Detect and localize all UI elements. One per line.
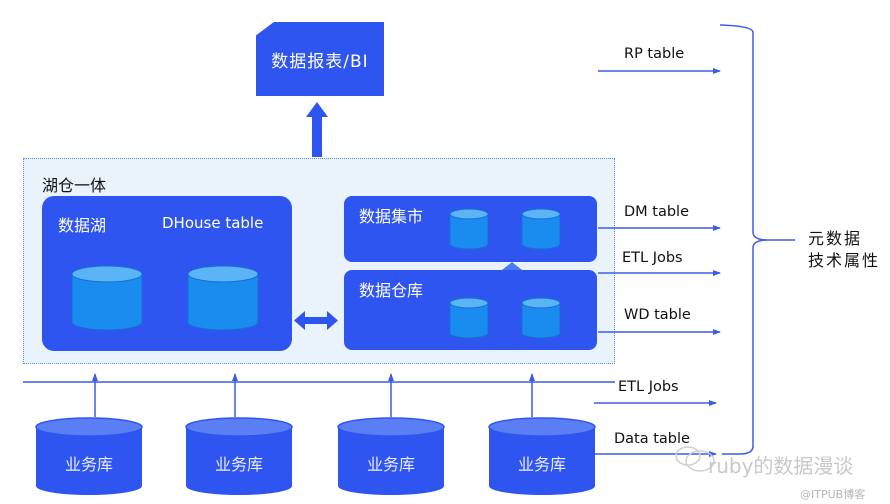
mart-cylinder-1 xyxy=(449,208,489,250)
rp-table-label: RP table xyxy=(624,46,685,62)
watermark-main: ruby的数据漫谈 xyxy=(708,454,854,478)
dm-table-label: DM table xyxy=(624,204,690,220)
metadata-brace xyxy=(719,24,795,455)
source-db-4 xyxy=(488,417,596,495)
source-db-1-label: 业务库 xyxy=(64,455,113,474)
source-db-4-label: 业务库 xyxy=(517,455,566,474)
wd-table-label: WD table xyxy=(624,307,691,323)
warehouse-to-mart-arrow xyxy=(502,262,522,270)
source-db-2 xyxy=(185,417,293,495)
up-arrow-to-bi xyxy=(306,102,328,157)
report-bi-label: 数据报表/BI xyxy=(271,51,369,72)
watermark-sub: @ITPUB博客 xyxy=(800,488,866,501)
data-table-label: Data table xyxy=(614,431,690,447)
source-db-3 xyxy=(337,417,445,495)
data-mart-label: 数据集市 xyxy=(359,207,424,226)
data-warehouse-label: 数据仓库 xyxy=(359,281,424,300)
metadata-line1: 元数据 xyxy=(808,229,863,248)
wechat-icon xyxy=(675,446,715,472)
data-lake-label: 数据湖 xyxy=(58,216,107,235)
metadata-label: 元数据 技术属性 xyxy=(808,228,880,272)
lakehouse-title: 湖仓一体 xyxy=(42,176,107,195)
metadata-line2: 技术属性 xyxy=(808,251,881,270)
dhouse-table-label: DHouse table xyxy=(162,214,264,232)
source-db-3-label: 业务库 xyxy=(366,455,415,474)
warehouse-cylinder-2 xyxy=(521,297,561,339)
bidirectional-arrow xyxy=(294,311,338,330)
lake-cylinder-1 xyxy=(71,265,143,331)
lake-cylinder-2 xyxy=(187,265,259,331)
warehouse-cylinder-1 xyxy=(449,297,489,339)
etl-jobs-lower-label: ETL Jobs xyxy=(618,379,679,395)
source-db-1 xyxy=(35,417,143,495)
mart-cylinder-2 xyxy=(521,208,561,250)
report-bi-box: 数据报表/BI xyxy=(256,22,384,96)
etl-jobs-upper-label: ETL Jobs xyxy=(622,250,683,266)
source-db-2-label: 业务库 xyxy=(214,455,263,474)
